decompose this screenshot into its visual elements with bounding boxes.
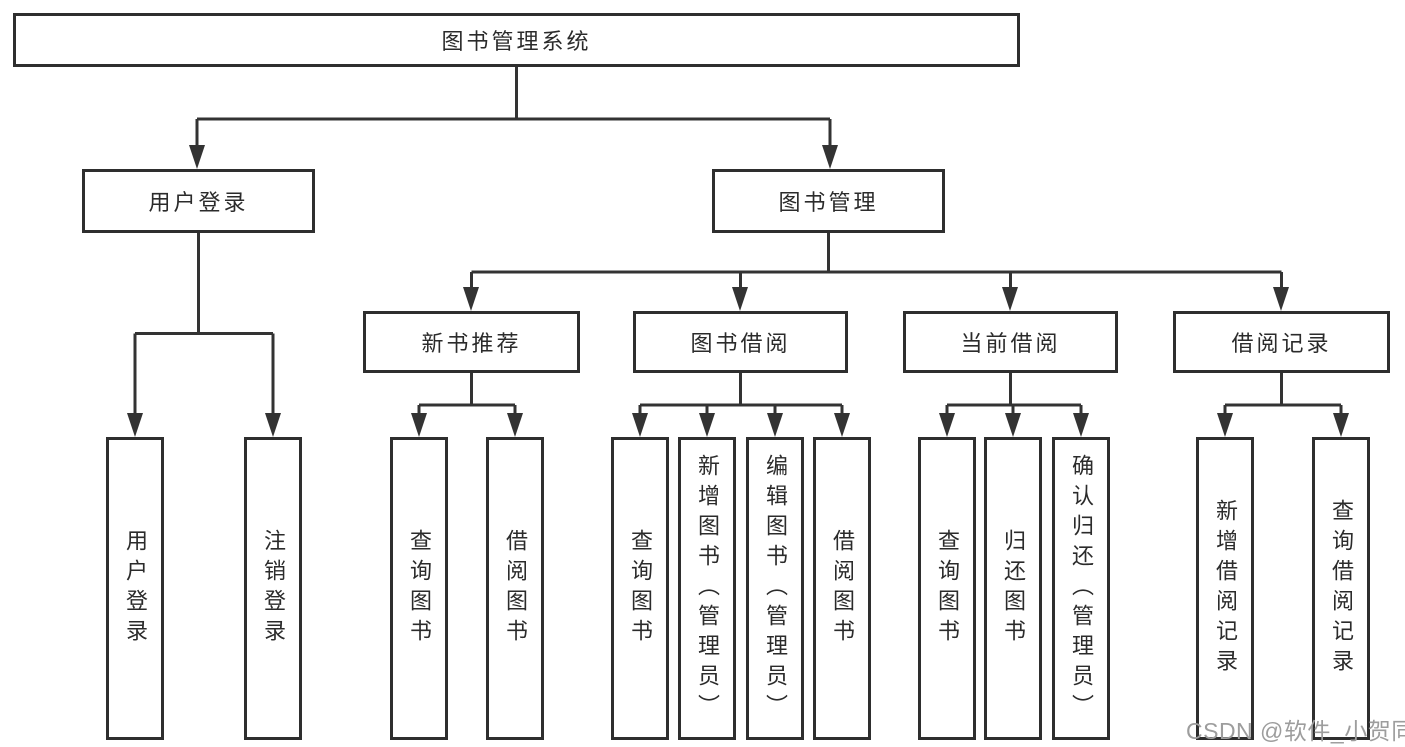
arrow-icon — [732, 287, 748, 311]
leaf-user-login: 用户登录 — [106, 437, 164, 740]
leaf-edit-book-admin: 编辑图书（管理员） — [746, 437, 804, 740]
leaf-return-books: 归还图书 — [984, 437, 1042, 740]
leaf-borrow-books: 借阅图书 — [813, 437, 871, 740]
arrow-icon — [1002, 287, 1018, 311]
leaf-confirm-return-admin: 确认归还（管理员） — [1052, 437, 1110, 740]
node-current-borrow: 当前借阅 — [903, 311, 1118, 373]
leaf-query-books-borrow: 查询图书 — [611, 437, 669, 740]
node-book-borrow: 图书借阅 — [633, 311, 848, 373]
arrow-icon — [699, 413, 715, 437]
arrow-icon — [1073, 413, 1089, 437]
leaf-logout-login: 注销登录 — [244, 437, 302, 740]
arrow-icon — [834, 413, 850, 437]
node-book-management: 图书管理 — [712, 169, 945, 233]
arrow-icon — [822, 145, 838, 169]
arrow-icon — [939, 413, 955, 437]
arrow-icon — [265, 413, 281, 437]
arrow-icon — [189, 145, 205, 169]
arrow-icon — [632, 413, 648, 437]
arrow-icon — [1333, 413, 1349, 437]
node-new-book-recommend: 新书推荐 — [363, 311, 580, 373]
leaf-query-borrow-record: 查询借阅记录 — [1312, 437, 1370, 740]
arrow-icon — [127, 413, 143, 437]
leaf-query-books-recommend: 查询图书 — [390, 437, 448, 740]
leaf-add-book-admin: 新增图书（管理员） — [678, 437, 736, 740]
node-root: 图书管理系统 — [13, 13, 1020, 67]
arrow-icon — [1217, 413, 1233, 437]
arrow-icon — [463, 287, 479, 311]
node-borrow-records: 借阅记录 — [1173, 311, 1390, 373]
arrow-icon — [767, 413, 783, 437]
arrow-icon — [507, 413, 523, 437]
leaf-query-books-current: 查询图书 — [918, 437, 976, 740]
leaf-borrow-books-recommend: 借阅图书 — [486, 437, 544, 740]
arrow-icon — [1005, 413, 1021, 437]
arrow-icon — [1273, 287, 1289, 311]
watermark-text: CSDN @软件_小贺同学 — [1186, 718, 1405, 744]
node-user-login: 用户登录 — [82, 169, 315, 233]
arrow-icon — [411, 413, 427, 437]
leaf-add-borrow-record: 新增借阅记录 — [1196, 437, 1254, 740]
